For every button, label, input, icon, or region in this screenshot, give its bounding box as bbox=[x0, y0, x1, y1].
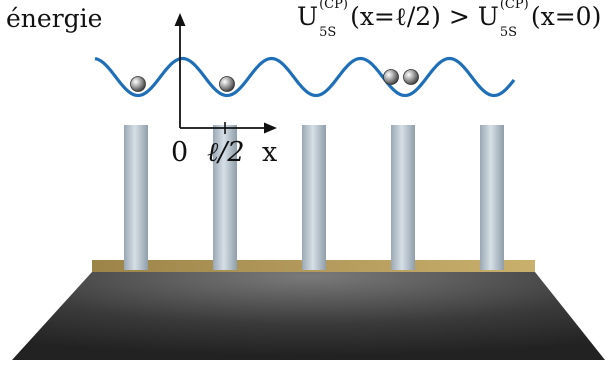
potential-curve bbox=[94, 56, 516, 98]
pillar bbox=[213, 125, 237, 270]
x-axis-label: x bbox=[262, 137, 278, 168]
half-period-label: ℓ/2 bbox=[207, 137, 245, 168]
substrate-base bbox=[12, 272, 605, 360]
atom bbox=[130, 76, 146, 92]
energy-label: énergie bbox=[6, 4, 103, 33]
right-superscript: (CP) bbox=[499, 0, 529, 12]
left-superscript: (CP) bbox=[319, 0, 348, 12]
pillar bbox=[391, 125, 415, 270]
right-argument: (x=0) bbox=[530, 2, 602, 31]
left-argument: (x=ℓ/2) bbox=[350, 2, 441, 31]
atom bbox=[219, 76, 235, 92]
left-subscript: 5S bbox=[319, 25, 337, 40]
pillar bbox=[302, 125, 326, 270]
energy-axis-arrowhead bbox=[174, 13, 186, 26]
inequality-operator: > bbox=[440, 2, 478, 31]
x-axis-arrowhead bbox=[264, 122, 277, 134]
right-subscript: 5S bbox=[499, 25, 518, 40]
potential-inequality: U(CP)5S(x=ℓ/2) > U(CP)5S(x=0) bbox=[297, 0, 602, 40]
pillar bbox=[124, 125, 148, 270]
right-potential-symbol: U(CP)5S bbox=[477, 0, 529, 40]
pillar bbox=[480, 125, 504, 270]
atom bbox=[383, 69, 399, 85]
atom bbox=[403, 69, 419, 85]
origin-label: 0 bbox=[171, 137, 189, 168]
left-potential-symbol: U(CP)5S bbox=[297, 0, 348, 40]
